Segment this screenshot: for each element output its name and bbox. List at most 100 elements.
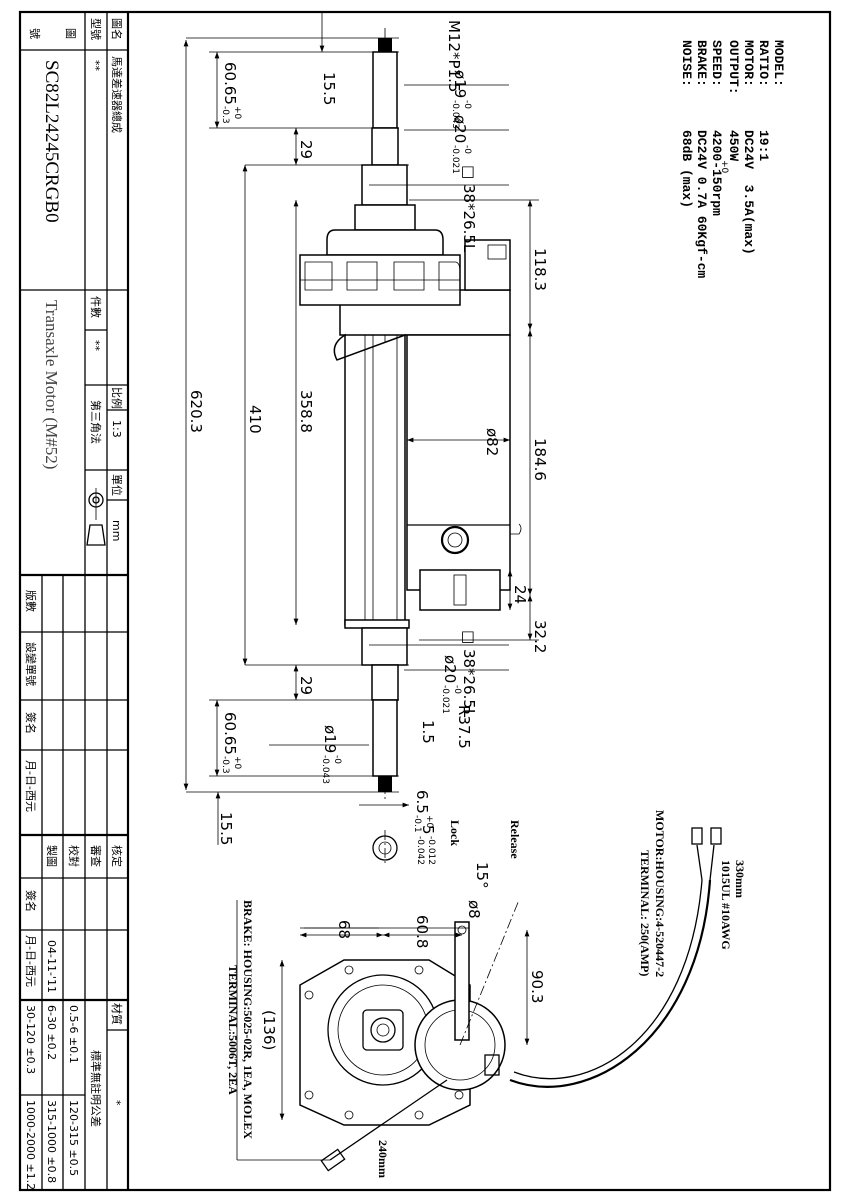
dim-key-6-5: 6.5 xyxy=(413,790,431,814)
spec-label: SPEED: xyxy=(709,40,724,87)
approval-label: 核定 xyxy=(110,845,124,867)
tolerance: -0.042 xyxy=(415,836,425,865)
dim-24: 24 xyxy=(511,585,529,604)
spec-value: 68dB (max) xyxy=(679,130,694,208)
drawing-no-label: 圖 xyxy=(64,28,77,39)
brake-terminal-note: TERMINAL:5006T, 2EA xyxy=(226,965,240,1095)
brake-unit xyxy=(419,569,501,611)
material-label: 材質 xyxy=(110,1003,124,1025)
axle-tube xyxy=(333,333,406,626)
brake-connector xyxy=(320,1148,346,1172)
spec-label: RATIO: xyxy=(756,40,771,87)
tolerance: +0 xyxy=(232,756,242,770)
spec-label: BRAKE: xyxy=(694,40,709,87)
motor-terminal xyxy=(710,827,722,845)
motor-cable xyxy=(509,879,712,1088)
sign-header: 簽名 xyxy=(24,890,38,912)
dim-620-3: 620.3 xyxy=(187,390,205,433)
approval-label: 製圖 xyxy=(45,845,59,867)
cable-type: 1015UL #10AWG xyxy=(719,860,733,950)
spec-value: 450W xyxy=(726,130,741,161)
dim-15-deg: 15° xyxy=(473,862,491,889)
model-value: ** xyxy=(89,60,102,72)
dim-29-bottom: 29 xyxy=(297,676,315,695)
tolerance: -0.021 xyxy=(450,145,460,174)
dim-60-65-top: 60.65 xyxy=(221,62,239,105)
qty-label: 件數 xyxy=(89,296,102,318)
title-block: 圖名 馬達差速器總成 型號 ** 圖 號 SC82L24245CRGB0 件數 … xyxy=(20,12,130,1190)
tolerance: -0.043 xyxy=(320,755,330,784)
tolerance-title: 標準無註明公差 xyxy=(89,1050,103,1127)
spec-value: DC24V 0.7A 60Kgf-cm xyxy=(694,130,709,278)
motor-terminal-note: TERMINAL: 250(AMP) xyxy=(638,850,652,976)
dim-60-8: 60.8 xyxy=(413,915,431,948)
spec-value: 4200-150rpm xyxy=(709,130,724,216)
dim-410: 410 xyxy=(246,405,264,434)
unit-value: mm xyxy=(110,520,123,541)
dim-136: (136) xyxy=(260,1010,278,1050)
unit-label: 單位 xyxy=(110,474,124,496)
tolerance: -0.3 xyxy=(220,106,230,124)
scale-value: 1:3 xyxy=(110,420,123,438)
spec-label: NOISE: xyxy=(679,40,694,87)
tolerance-value: 30-120 ±0.3 xyxy=(24,1005,37,1074)
drawing-title: Transaxle Motor (M#52) xyxy=(42,300,61,469)
projection-method: 第三角法 xyxy=(89,400,103,444)
tolerance: -0.043 xyxy=(450,100,460,129)
drawing-number: SC82L24245CRGB0 xyxy=(41,60,62,223)
cable-length: 330mm xyxy=(733,860,747,898)
spec-label: MODEL: xyxy=(771,40,786,87)
rev-header: 設變單號 xyxy=(24,642,38,686)
dim-90-3: 90.3 xyxy=(528,970,546,1003)
tolerance: -0.1 xyxy=(412,815,422,833)
dimension-labels: M12*P1.5 15.5 60.65 +0 -0.3 ø19 -0 -0.04… xyxy=(187,20,549,845)
tolerance: -0 xyxy=(462,145,472,154)
date-header: 月-日-西元 xyxy=(24,935,37,987)
tolerance: -0.021 xyxy=(440,685,450,714)
tolerance: +0 xyxy=(232,106,242,120)
tolerance-value: 120-315 ±0.5 xyxy=(67,1100,80,1176)
dim-68: 68 xyxy=(335,920,353,939)
spec-label: OUTPUT: xyxy=(726,40,741,95)
tolerance: -0.3 xyxy=(220,756,230,774)
thread-end-top xyxy=(378,38,392,52)
tolerance: -0 xyxy=(452,685,462,694)
dim-r37-5: R37.5 xyxy=(455,705,473,749)
spec-label: MOTOR: xyxy=(741,40,756,87)
dim-d19-bottom: ø19 xyxy=(321,725,339,753)
drawing-date: 04-11-'11 xyxy=(45,940,58,993)
dim-240mm: 240mm xyxy=(376,1140,390,1178)
transaxle-front-view xyxy=(299,28,522,800)
approval-label: 審查 xyxy=(89,845,103,867)
motor-connector xyxy=(440,525,470,555)
tolerance: +0 xyxy=(424,815,434,829)
dim-d20-top: ø20 xyxy=(451,115,469,143)
spec-speed-tolerance: +0 xyxy=(719,160,729,174)
tolerance-value: 0.5-6 ±0.1 xyxy=(67,1005,80,1064)
dim-1-5: 1.5 xyxy=(419,720,437,744)
thread-end-bottom xyxy=(378,776,392,792)
rev-header: 版數 xyxy=(24,590,38,612)
dim-15-5-top: 15.5 xyxy=(320,72,338,105)
motor-housing-note: MOTOR:HOUSING:4-520447-2 xyxy=(653,810,667,977)
name-label: 圖名 xyxy=(110,18,124,40)
name-value: 馬達差速器總成 xyxy=(110,56,124,133)
brake-housing-note: BRAKE: HOUSING:5025-02R, 1EA, MOLEX xyxy=(241,900,255,1139)
dim-184-6: 184.6 xyxy=(531,438,549,481)
tolerance: -0.012 xyxy=(426,836,436,865)
drawing-no-label: 號 xyxy=(28,28,41,39)
transaxle-side-view: 68 60.8 ø8 15° 90.3 (136) 240mm BRAKE: H… xyxy=(226,810,747,1178)
tolerance-value: 6-30 ±0.2 xyxy=(45,1005,58,1060)
dim-60-65-bottom: 60.65 xyxy=(221,712,239,755)
release-label: Release xyxy=(508,820,522,859)
dim-d20-bottom: ø20 xyxy=(441,655,459,683)
dim-118-3: 118.3 xyxy=(531,248,549,291)
qty-value: ** xyxy=(89,340,102,352)
brake-wire xyxy=(329,1079,448,1161)
approval-label: 校對 xyxy=(67,845,81,867)
dim-d8: ø8 xyxy=(465,900,483,919)
output-shaft-top xyxy=(372,51,398,129)
dim-square-bottom: □ 38*26.5L xyxy=(460,630,478,718)
